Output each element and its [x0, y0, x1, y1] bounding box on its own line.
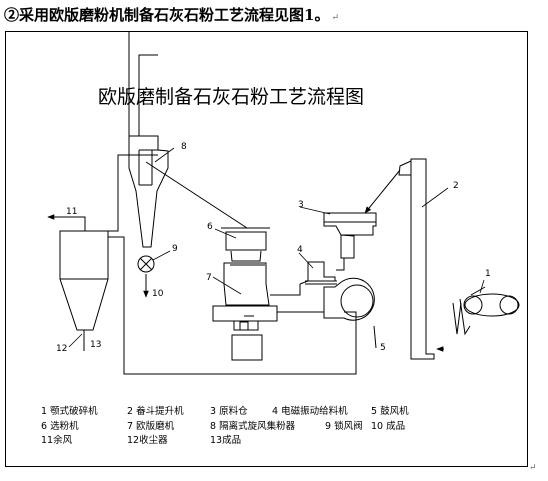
vibrating-feeder: [305, 258, 345, 285]
callout-1: 1: [485, 269, 491, 279]
dust-collector: [47, 154, 357, 375]
heading-text: ②采用欧版磨粉机制备石灰石粉工艺流程见图1。: [4, 6, 330, 24]
callout-11: 11: [66, 207, 77, 217]
callout-12: 12: [56, 344, 67, 354]
legend-item: 10 成品: [371, 420, 405, 432]
jaw-crusher: [452, 286, 520, 336]
callout-2: 2: [453, 181, 459, 191]
legend-item: 13成品: [210, 434, 241, 446]
return-mark-corner: ↵: [529, 463, 537, 473]
legend-item: 12收尘器: [127, 434, 168, 446]
callout-5: 5: [380, 343, 386, 353]
callout-3: 3: [298, 200, 304, 210]
callout-6: 6: [207, 222, 213, 232]
return-mark: ↵: [331, 13, 339, 23]
callout-4: 4: [297, 245, 303, 255]
bucket-elevator: [398, 158, 444, 360]
rotary-valve: [137, 255, 155, 298]
legend-item: 9 锁风阀: [325, 420, 363, 432]
legend-item: 7 欧版磨机: [127, 420, 175, 432]
european-mill: [212, 262, 278, 361]
callout-9: 9: [172, 244, 178, 254]
callout-10: 10: [152, 289, 164, 299]
legend-item: 5 鼓风机: [371, 405, 409, 417]
legend-item: 3 原料仓: [210, 405, 248, 417]
legend-item: 1 颚式破碎机: [41, 405, 98, 417]
diagram-frame: [5, 31, 528, 467]
heading: ②采用欧版磨粉机制备石灰石粉工艺流程见图1。↵: [4, 4, 339, 25]
legend-item: 6 选粉机: [41, 420, 79, 432]
callout-13: 13: [90, 340, 101, 350]
raw-material-bin: [323, 169, 401, 259]
blower: [323, 277, 377, 349]
callout-8: 8: [181, 142, 187, 152]
powder-separator: [221, 227, 270, 262]
legend: 1 颚式破碎机 2 畚斗提升机 3 原料仓 4 电磁振动给料机 5 鼓风机 6 …: [41, 405, 409, 446]
cyclone-collector: [128, 31, 248, 248]
diagram-title: 欧版磨制备石灰石粉工艺流程图: [98, 86, 364, 108]
legend-item: 8 隔离式旋风集粉器: [210, 420, 296, 432]
callout-7: 7: [206, 273, 212, 283]
callout-leaders: [68, 147, 485, 348]
connection-lines: [244, 280, 324, 317]
legend-item: 4 电磁振动给料机: [272, 405, 348, 417]
legend-item: 11余风: [41, 434, 73, 446]
legend-item: 2 畚斗提升机: [127, 405, 184, 417]
